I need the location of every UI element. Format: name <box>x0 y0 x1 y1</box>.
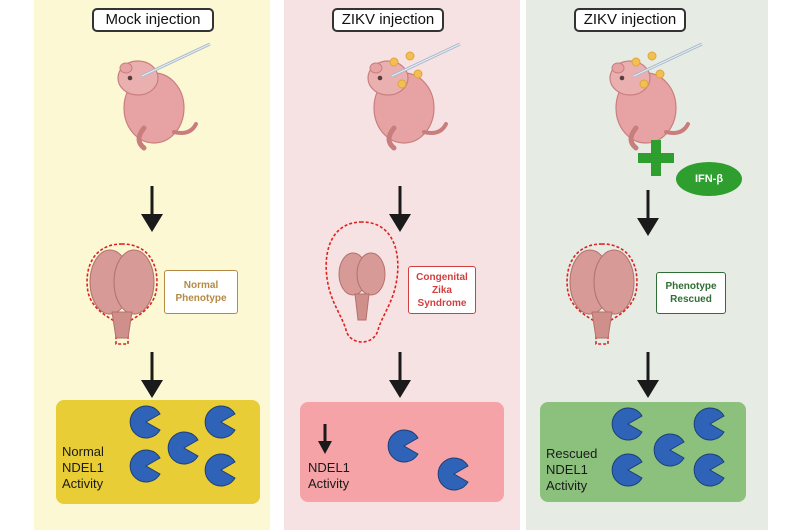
down-arrow-icon <box>141 352 163 398</box>
microcephalic-brain-icon <box>325 221 399 343</box>
phenotype-label: Normal Phenotype <box>164 270 238 314</box>
activity-box: Normal NDEL1 Activity <box>56 400 260 504</box>
down-arrow-icon <box>389 186 411 232</box>
activity-label: NDEL1 Activity <box>308 460 350 491</box>
panel-title: ZIKV injection <box>574 8 686 32</box>
panel-rescued: ZIKV injection IFN-β Phenotype Rescued <box>526 0 768 530</box>
down-arrow-icon <box>637 352 659 398</box>
panel-zikv: ZIKV injection Congenital Zika Syndrome <box>284 0 520 530</box>
down-arrow-icon <box>389 352 411 398</box>
panel-mock: Mock injection Normal Phenotype Normal N… <box>34 0 270 530</box>
ndel1-enzyme-icon <box>611 407 725 487</box>
panel-title: ZIKV injection <box>332 8 444 32</box>
activity-box: NDEL1 Activity <box>300 402 504 502</box>
mouse-pup-icon <box>117 42 211 151</box>
mouse-pup-icon <box>367 42 461 151</box>
panel-title: Mock injection <box>92 8 214 32</box>
down-arrow-icon <box>637 190 659 236</box>
brain-icon <box>566 243 638 345</box>
ndel1-enzyme-icon <box>129 405 236 487</box>
phenotype-label: Congenital Zika Syndrome <box>408 266 476 314</box>
ndel1-enzyme-icon <box>387 429 469 491</box>
decrease-arrow-icon <box>318 424 332 454</box>
down-arrow-icon <box>141 186 163 232</box>
brain-icon <box>86 243 158 345</box>
activity-box: Rescued NDEL1 Activity <box>540 402 746 502</box>
plus-icon <box>638 140 674 176</box>
phenotype-label: Phenotype Rescued <box>656 272 726 314</box>
ifn-beta-badge: IFN-β <box>676 162 742 196</box>
mouse-pup-icon <box>609 42 703 151</box>
activity-label: Normal NDEL1 Activity <box>62 444 104 491</box>
activity-label: Rescued NDEL1 Activity <box>546 446 598 493</box>
